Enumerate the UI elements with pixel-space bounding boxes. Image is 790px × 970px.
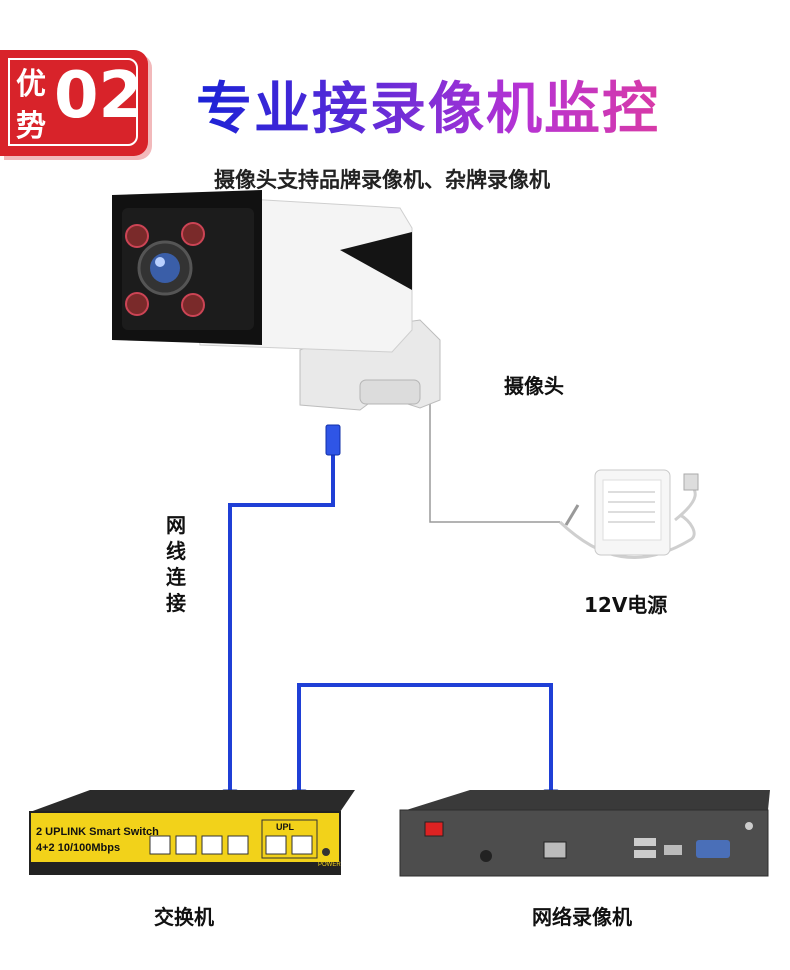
badge-word-bottom: 势 [16,109,46,144]
rj45-plug-camera [325,424,341,456]
switch-image [29,790,355,875]
page-title: 专业接录像机监控 [196,64,660,145]
cable-label-char: 线 [166,539,186,563]
switch-label: 交换机 [154,905,214,929]
power-adapter-image [558,469,699,560]
switch-power-label: POWER [318,862,341,868]
badge-frame [8,58,138,146]
cable-switch-to-nvr [297,683,553,800]
camera-image [112,190,441,411]
switch-model-line1: 2 UPLINK Smart Switch [36,826,159,838]
cable-camera-to-switch [228,452,335,800]
cable-label: 网 线 连 接 [164,512,188,616]
power-label: 12V电源 [584,593,668,617]
power-wire [429,400,560,523]
cable-label-char: 接 [166,591,186,615]
switch-uplink-label: UPL [276,822,294,832]
advantage-badge: 优 势 02 [0,50,148,156]
badge-word-top: 优 [16,67,46,102]
cable-label-char: 网 [166,513,186,537]
switch-model-line2: 4+2 10/100Mbps [36,842,121,854]
cable-label-char: 连 [166,565,186,589]
nvr-label: 网络录像机 [532,905,632,929]
page-subtitle: 摄像头支持品牌录像机、杂牌录像机 [214,168,550,192]
badge-number: 02 [54,59,144,133]
nvr-image [399,790,770,877]
camera-label: 摄像头 [504,374,564,398]
